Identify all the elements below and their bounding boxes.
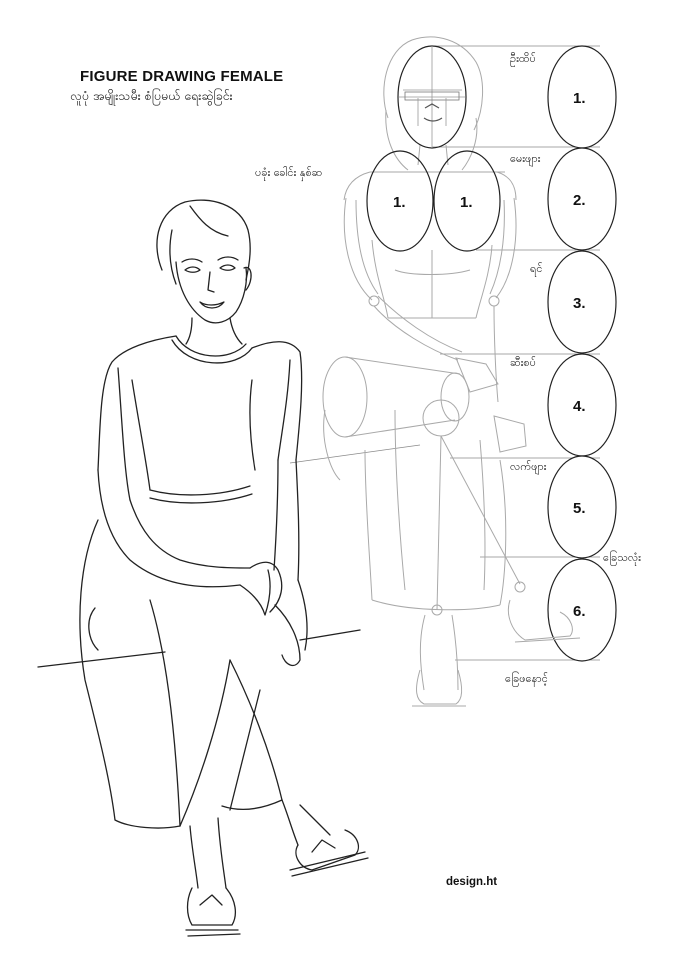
head-unit-ovals [548, 46, 616, 661]
label-nipples: မေးဖျား [510, 152, 541, 167]
head-unit-number-6: 6. [573, 603, 586, 620]
construction-head [398, 46, 466, 148]
head-unit-number-5: 5. [573, 500, 586, 517]
bench-line [38, 652, 165, 667]
label-head-top: ဦးထိပ် [510, 52, 536, 67]
chest-unit-number-right: 1. [460, 194, 473, 211]
label-knees: လက်ဖျား [510, 460, 547, 475]
construction-figure [323, 37, 580, 706]
label-ankles: ခြေဖနောင့် [505, 671, 548, 687]
head-unit-number-1: 1. [573, 90, 586, 107]
head-unit-number-4: 4. [573, 398, 586, 415]
chest-unit-number-left: 1. [393, 194, 406, 211]
seated-woman-figure [38, 200, 368, 936]
credit-text: design.ht [446, 876, 497, 888]
label-knee-joint: ခြေသလုံး [603, 550, 641, 566]
label-chest: ရင် [530, 262, 542, 277]
chest-unit-ovals [367, 151, 500, 251]
label-shoulder-width: ပခုံး ခေါင်း နှစ်ဆ [255, 166, 322, 181]
label-navel: ဆီးစပ် [510, 356, 536, 369]
head-unit-number-3: 3. [573, 295, 586, 312]
proportion-guide-lines [290, 46, 600, 660]
head-unit-number-2: 2. [573, 192, 586, 209]
